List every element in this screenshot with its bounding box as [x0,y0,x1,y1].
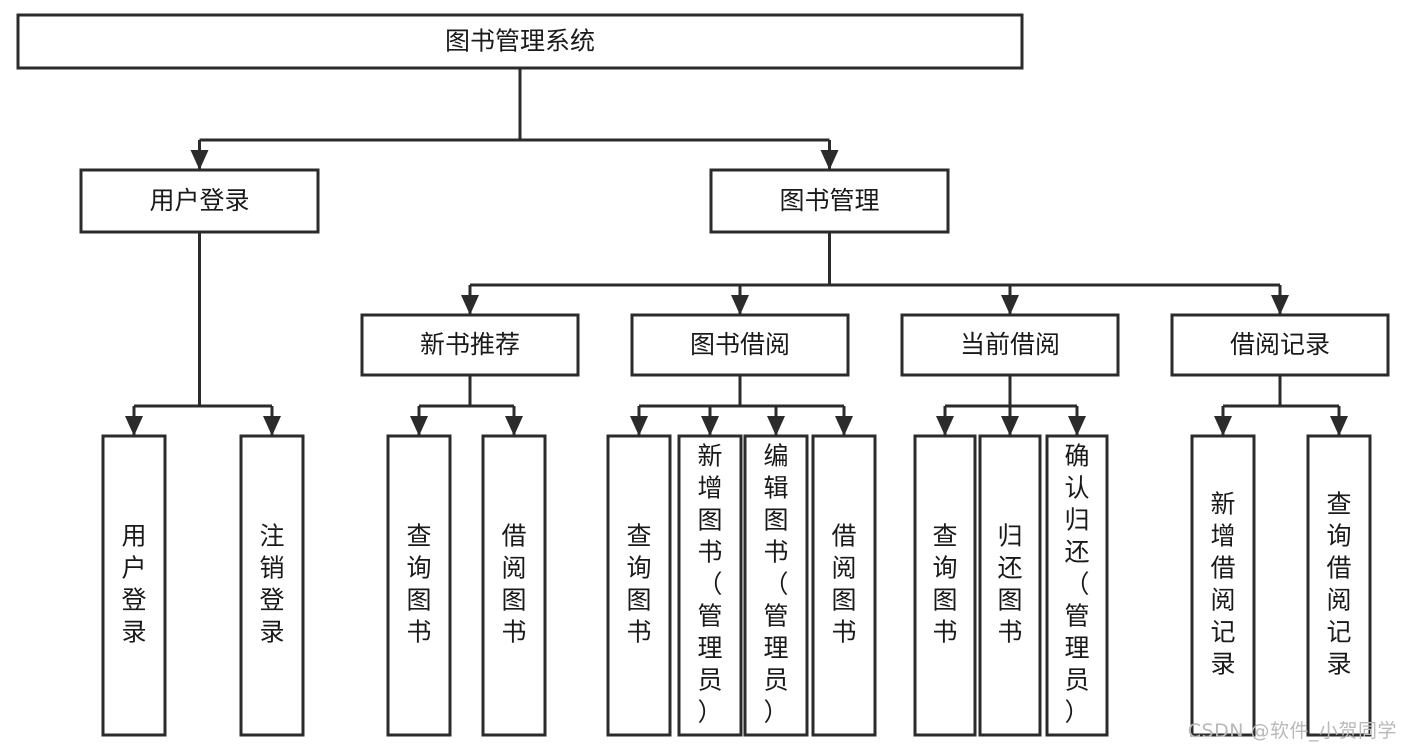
node-leaf-edit-book[interactable]: 编辑图书（管理员） [743,434,809,737]
node-box [101,434,167,737]
node-l2-user-login[interactable]: 用户登录 [79,168,320,234]
node-leaf-query-book-3[interactable]: 查询图书 [913,434,977,737]
node-root[interactable]: 图书管理系统 [16,13,1024,70]
edge-arrowhead [505,416,523,436]
node-box [978,434,1042,737]
node-leaf-return-book[interactable]: 归还图书 [978,434,1042,737]
edge-arrowhead [835,416,853,436]
node-box [606,434,672,737]
node-box [1170,313,1390,377]
edges-layer [125,68,1348,436]
edge-arrowhead [190,150,209,170]
edge-arrowhead [1068,416,1086,436]
node-box [1045,434,1109,737]
node-box [900,313,1120,377]
edge-arrowhead [936,416,954,436]
nodes-layer: 图书管理系统用户登录图书管理新书推荐图书借阅当前借阅借阅记录用户登录注销登录查询… [16,13,1390,737]
edge-arrowhead [461,295,479,315]
node-label: 查询图书 [406,522,431,647]
node-label: 归还图书 [997,522,1022,647]
node-l3-new-book-rec[interactable]: 新书推荐 [360,313,580,377]
node-box [481,434,547,737]
edge-arrowhead [701,416,719,436]
node-label: 查询借阅记录 [1326,490,1351,679]
node-box [630,313,850,377]
node-box [913,434,977,737]
edge-arrowhead [630,416,648,436]
node-box [1190,434,1256,737]
node-label: 借阅图书 [831,522,856,647]
node-box [677,434,743,737]
edge-arrowhead [767,416,785,436]
node-label: 确认归还（管理员） [1064,442,1089,727]
node-label: 当前借阅 [960,330,1060,359]
node-l2-book-manage[interactable]: 图书管理 [709,168,950,234]
edge-arrowhead [1271,295,1289,315]
node-l3-borrow-record[interactable]: 借阅记录 [1170,313,1390,377]
node-label: 编辑图书（管理员） [763,442,788,727]
node-label: 用户登录 [149,186,249,215]
node-label: 查询图书 [932,522,957,647]
edge-arrowhead [1330,416,1348,436]
node-leaf-borrow-book-2[interactable]: 借阅图书 [811,434,877,737]
node-leaf-borrow-book-1[interactable]: 借阅图书 [481,434,547,737]
node-box [360,313,580,377]
node-leaf-add-record[interactable]: 新增借阅记录 [1190,434,1256,737]
node-leaf-confirm-return[interactable]: 确认归还（管理员） [1045,434,1109,737]
edge-arrowhead [1001,295,1019,315]
node-label: 新增图书（管理员） [697,442,722,727]
node-box [811,434,877,737]
node-box [239,434,305,737]
node-box [743,434,809,737]
node-leaf-user-login[interactable]: 用户登录 [101,434,167,737]
edge-arrowhead [731,295,749,315]
edge-arrowhead [1001,416,1019,436]
edge-arrowhead [263,416,281,436]
node-leaf-logout[interactable]: 注销登录 [239,434,305,737]
node-box [709,168,950,234]
node-box [79,168,320,234]
node-leaf-query-book-1[interactable]: 查询图书 [386,434,452,737]
node-label: 借阅记录 [1230,330,1330,359]
node-label: 借阅图书 [501,522,526,647]
edge-arrowhead [125,416,143,436]
node-label: 新书推荐 [420,330,520,359]
node-box [386,434,452,737]
edge-arrowhead [820,150,839,170]
edge-arrowhead [410,416,428,436]
node-label: 新增借阅记录 [1210,490,1235,679]
node-leaf-query-record[interactable]: 查询借阅记录 [1306,434,1372,737]
node-l3-current-borrow[interactable]: 当前借阅 [900,313,1120,377]
node-label: 图书借阅 [690,330,790,359]
node-leaf-add-book[interactable]: 新增图书（管理员） [677,434,743,737]
node-label: 用户登录 [121,522,146,647]
node-label: 图书管理 [779,186,879,215]
node-label: 图书管理系统 [445,27,595,56]
edge-arrowhead [1214,416,1232,436]
node-l3-book-borrow[interactable]: 图书借阅 [630,313,850,377]
node-leaf-query-book-2[interactable]: 查询图书 [606,434,672,737]
node-box [1306,434,1372,737]
node-label: 注销登录 [259,522,284,647]
node-label: 查询图书 [626,522,651,647]
watermark-text: CSDN @软件_小贺同学 [1187,720,1397,742]
node-box [16,13,1024,70]
